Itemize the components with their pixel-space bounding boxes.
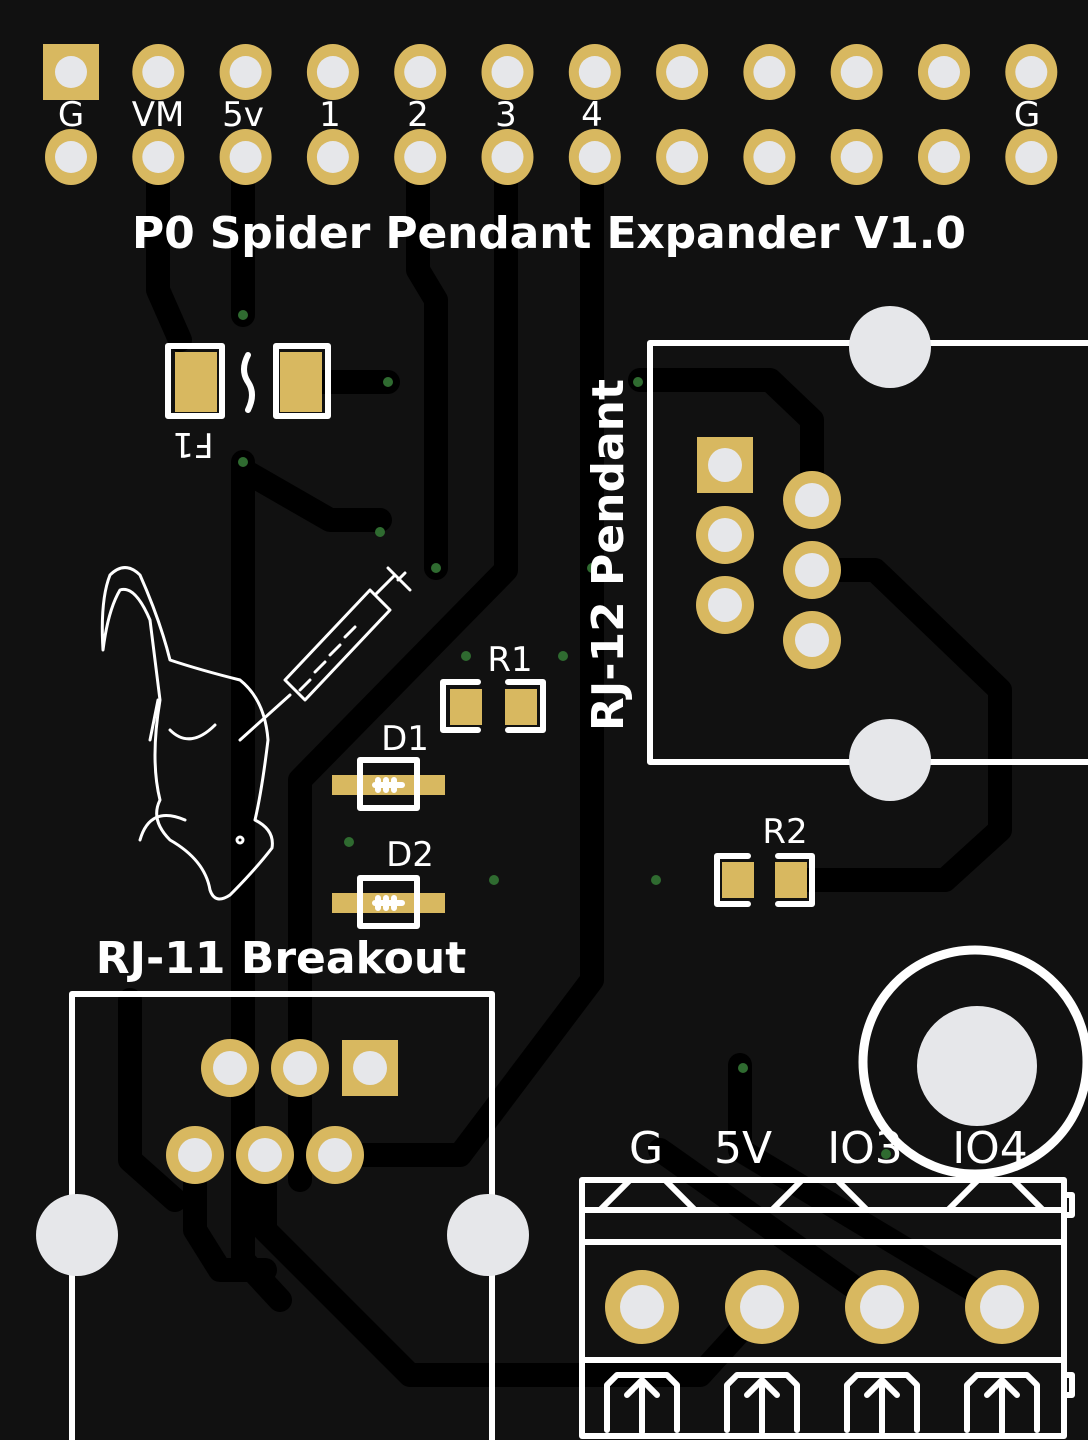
arrow-up-icon [724, 1372, 800, 1435]
mouse-syringe-logo [100, 566, 412, 901]
pin-label-3: 3 [495, 95, 517, 135]
header-pin [306, 44, 359, 100]
terminal-label-5v: 5V [714, 1123, 772, 1174]
arrow-up-icon [844, 1372, 920, 1435]
mounting-hole [849, 306, 931, 388]
fuse-label: F1 [172, 424, 213, 464]
header-pin [918, 44, 970, 100]
header-pin [743, 129, 796, 185]
header-pin [394, 44, 447, 100]
r1-label: R1 [487, 640, 532, 680]
terminal-label-io4: IO4 [952, 1123, 1028, 1174]
header-pin [918, 129, 970, 185]
resistor-r1: R1 [440, 640, 546, 733]
rj12-connector: RJ-12 Pendant [583, 306, 1088, 801]
terminal-pin [964, 1270, 1040, 1435]
board-title: P0 Spider Pendant Expander V1.0 [132, 208, 966, 259]
header-pin [394, 129, 447, 185]
pin-label-2: 2 [407, 95, 429, 135]
header-pin [830, 129, 883, 185]
resistor-r2: R2 [714, 812, 815, 907]
diode-d1: D1 [332, 719, 445, 811]
screw-terminal: G 5V IO3 IO4 [579, 1123, 1075, 1439]
terminal-pin [604, 1270, 680, 1435]
d1-label: D1 [381, 719, 429, 759]
large-mounting-hole [858, 945, 1088, 1179]
header-pin [1005, 129, 1058, 185]
diode-d2: D2 [332, 835, 445, 929]
header-labels: G VM 5v 1 2 3 4 G [58, 95, 1040, 135]
d2-label: D2 [386, 835, 434, 875]
header-pin [306, 129, 359, 185]
pin-label-g-right: G [1014, 95, 1040, 135]
pin-label-g: G [58, 95, 84, 135]
mounting-hole [849, 719, 931, 801]
header-pin [481, 44, 534, 100]
header-pin [219, 129, 272, 185]
header-pin [1005, 44, 1058, 100]
vias [238, 310, 891, 1159]
rj12-label: RJ-12 Pendant [583, 379, 634, 731]
header-pin [481, 129, 534, 185]
header-pin [743, 44, 796, 100]
header-pin [656, 129, 709, 185]
terminal-label-io3: IO3 [827, 1123, 903, 1174]
header-pin [830, 44, 883, 100]
header-pin [45, 129, 97, 185]
rj11-connector: RJ-11 Breakout [36, 933, 529, 1440]
header-pin [132, 44, 185, 100]
header-pin [43, 44, 99, 100]
pin-label-5v: 5v [222, 95, 264, 135]
arrow-up-icon [964, 1372, 1040, 1435]
header-pin [568, 44, 621, 100]
pin-label-4: 4 [581, 95, 603, 135]
r2-label: R2 [762, 812, 807, 852]
pin-label-vm: VM [132, 95, 185, 135]
header-pin [132, 129, 185, 185]
pin-label-1: 1 [319, 95, 341, 135]
header-pin [568, 129, 621, 185]
terminal-label-g: G [629, 1123, 663, 1174]
mounting-hole [36, 1194, 118, 1276]
terminal-pin [724, 1270, 800, 1435]
header-pin [656, 44, 709, 100]
rj11-label: RJ-11 Breakout [96, 933, 467, 984]
terminal-pin [844, 1270, 920, 1435]
header-pin [219, 44, 272, 100]
mounting-hole [447, 1194, 529, 1276]
arrow-up-icon [604, 1372, 680, 1435]
fuse-f1: F1 [165, 343, 331, 464]
pin-header [43, 44, 1058, 185]
